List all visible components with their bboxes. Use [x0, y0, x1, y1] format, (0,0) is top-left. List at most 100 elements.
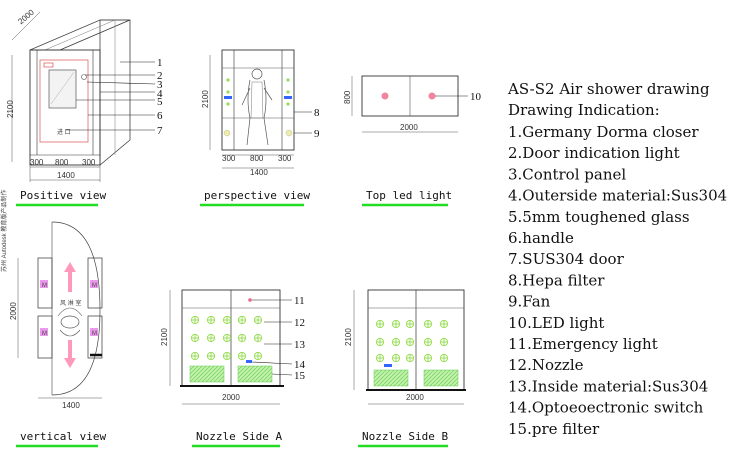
callout-1: 1 — [157, 57, 163, 69]
vertical-height-dim: 2000 — [9, 302, 18, 320]
callout-8: 8 — [314, 107, 320, 119]
nozzle-cross-icon — [239, 335, 245, 341]
arrow-down-icon — [64, 340, 76, 368]
top-led-view: 10 800 2000 Top led light — [343, 75, 482, 207]
legend-item: 7.SUS304 door — [508, 250, 625, 268]
callout-7: 7 — [157, 125, 163, 137]
nozzle-cross-icon — [393, 321, 399, 327]
nozzle-cross-icon — [255, 317, 261, 323]
nozzle-icon — [405, 353, 415, 363]
legend-item: 9.Fan — [508, 293, 551, 311]
nozzle-icon — [237, 351, 247, 361]
callout-12: 12 — [294, 317, 305, 329]
nozzle-icon — [206, 333, 216, 343]
optoelectronic-switch-icon — [246, 360, 252, 363]
nozzle-cross-icon — [425, 339, 431, 345]
nozzle-icon — [405, 337, 415, 347]
callout-4: 4 — [157, 88, 163, 100]
legend-item: 6.handle — [508, 229, 574, 247]
nozzle-cross-icon — [425, 355, 431, 361]
nozzle-icon — [190, 333, 200, 343]
nozzle-icon — [423, 337, 433, 347]
nozzle-side-b-view: 2100 2000 Nozzle Side B — [344, 289, 466, 448]
nozzle-icon — [222, 333, 232, 343]
door-text: 进 口 — [57, 128, 71, 136]
emergency-light-icon — [248, 298, 252, 302]
nozzle-cross-icon — [407, 321, 413, 327]
legend-item: 12.Nozzle — [508, 356, 584, 374]
nozzle-icon — [423, 353, 433, 363]
callout-2: 2 — [157, 70, 163, 82]
nozzle-icon — [222, 351, 232, 361]
vertical-view: 苏州 Autodesk 教育版产品制作 M M M M 风 淋 室 2000 1… — [0, 190, 106, 448]
nozzle-side-a-view: 11 12 13 14 15 2100 2000 Nozzle Side A — [160, 289, 306, 448]
nozzle-icon — [439, 353, 449, 363]
legend-item: 5.5mm toughened glass — [508, 208, 690, 226]
nozzle-cross-icon — [255, 353, 261, 359]
nozzle-grid-a — [190, 315, 263, 361]
motor-label: M — [42, 331, 47, 337]
nozzle-icon — [391, 319, 401, 329]
nozzle-cross-icon — [224, 353, 230, 359]
legend-item: 13.Inside material:Sus304 — [508, 377, 708, 395]
caption-top-led-light: Top led light — [366, 189, 452, 202]
nozzle-icon — [391, 353, 401, 363]
top-led-height-dim: 800 — [343, 90, 352, 104]
positive-width: 1400 — [57, 171, 75, 180]
nozzle-cross-icon — [441, 355, 447, 361]
callout-14: 14 — [294, 359, 306, 371]
vertical-width-dim: 1400 — [62, 401, 80, 410]
nozzle-icon — [237, 333, 247, 343]
legend-panel: AS-S2 Air shower drawing Drawing Indicat… — [507, 80, 727, 438]
nozzle-cross-icon — [407, 339, 413, 345]
nozzle-icon — [375, 337, 385, 347]
nozzle-cross-icon — [377, 339, 383, 345]
nozzle-cross-icon — [224, 317, 230, 323]
legend-item: 15.pre filter — [508, 420, 600, 438]
nozzle-cross-icon — [208, 353, 214, 359]
perspective-view: 8 9 2100 300 800 300 1400 perspective vi… — [200, 49, 320, 207]
nozzle-icon — [206, 351, 216, 361]
side-vertical-text: 苏州 Autodesk 教育版产品制作 — [0, 190, 8, 272]
caption-perspective-view: perspective view — [204, 189, 310, 202]
positive-seg-left: 300 — [30, 158, 44, 167]
nozzle-icon — [375, 319, 385, 329]
pre-filter-a-left — [189, 365, 225, 383]
callout-11: 11 — [294, 295, 305, 307]
motor-label: M — [92, 331, 97, 337]
legend-item: 4.Outerside material:Sus304 — [508, 187, 727, 205]
nozzle-cross-icon — [192, 317, 198, 323]
nozzle-cross-icon — [255, 335, 261, 341]
nozzle-a-width-dim: 2000 — [222, 393, 240, 402]
positive-height-dim: 2100 — [6, 100, 15, 118]
positive-seg-right: 300 — [82, 158, 96, 167]
nozzle-icon — [423, 319, 433, 329]
legend-item: 3.Control panel — [508, 165, 626, 183]
legend-item: 14.Optoeoectronic switch — [508, 399, 704, 417]
arrow-up-icon — [64, 262, 76, 292]
nozzle-cross-icon — [393, 355, 399, 361]
nozzle-grid-b — [375, 319, 449, 363]
nozzle-icon — [253, 315, 263, 325]
nozzle-icon — [222, 315, 232, 325]
nozzle-cross-icon — [377, 321, 383, 327]
perspective-height-dim: 2100 — [201, 90, 210, 108]
nozzle-b-height-dim: 2100 — [344, 328, 353, 346]
pre-filter-a-right — [237, 365, 273, 383]
nozzle-cross-icon — [224, 335, 230, 341]
nozzle-icon — [253, 333, 263, 343]
nozzle-cross-icon — [393, 339, 399, 345]
center-text: 风 淋 室 — [60, 299, 81, 307]
nozzle-icon — [237, 315, 247, 325]
callout-3: 3 — [157, 79, 163, 91]
legend-item: 10.LED light — [508, 314, 604, 332]
motor-label: M — [42, 283, 47, 289]
nozzle-cross-icon — [192, 353, 198, 359]
nozzle-a-height-dim: 2100 — [160, 328, 169, 346]
nozzle-icon — [391, 337, 401, 347]
legend-item: 2.Door indication light — [508, 144, 680, 162]
nozzle-cross-icon — [208, 317, 214, 323]
nozzle-cross-icon — [192, 335, 198, 341]
nozzle-cross-icon — [239, 317, 245, 323]
